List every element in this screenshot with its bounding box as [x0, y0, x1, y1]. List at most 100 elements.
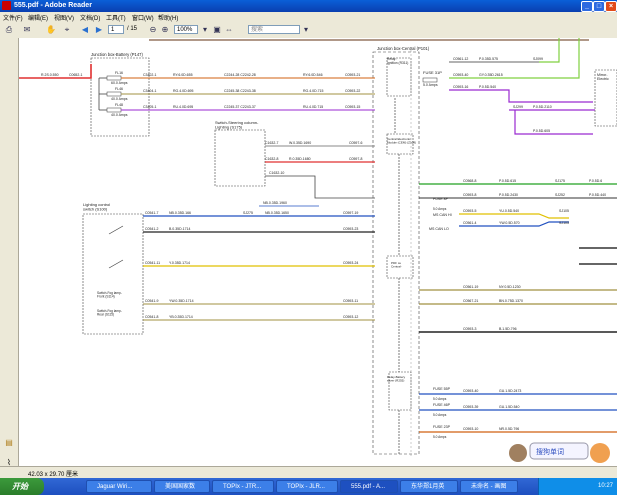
hand-tool-icon[interactable]: ✋ — [46, 25, 56, 34]
code-h11: SJ105 — [559, 209, 569, 213]
jb-central-box — [372, 51, 420, 455]
mirror-label: Electric — [597, 77, 609, 81]
fuse-symbol-0 — [106, 75, 122, 81]
code-o4: RG.4.0D.715 — [303, 89, 323, 93]
layers-icon[interactable]: ▤ — [5, 438, 13, 447]
wire-purple-1 — [449, 89, 593, 103]
zoom-out-icon[interactable]: ⊖ — [149, 25, 157, 34]
ms-can-lo-label: MS CAN LO — [429, 227, 449, 231]
close-button[interactable]: × — [605, 1, 617, 12]
menu-edit[interactable]: 编辑(E) — [28, 16, 48, 22]
code-h8: P.0.5D.440 — [589, 193, 606, 197]
print-icon[interactable]: ⎙ — [5, 25, 13, 34]
fuse-label-1: FL46 — [115, 87, 123, 91]
code-s5: R.0.35D.1680 — [289, 157, 311, 161]
fuse-bottom-amp-1: 5.0 Amps — [433, 413, 447, 417]
code-bottom-conn-1: C0593-39 — [463, 405, 478, 409]
page-number-input[interactable]: 1 — [108, 25, 124, 34]
input-method-popup[interactable]: 搜狗单词 — [508, 440, 612, 466]
menu-view[interactable]: 视图(V) — [54, 16, 74, 22]
code-l6: NB.0.35D.1960 — [263, 201, 287, 205]
prev-page-icon[interactable]: ◀ — [81, 25, 89, 34]
fit-page-icon[interactable]: ▣ — [213, 25, 221, 34]
email-icon[interactable]: ✉ — [23, 25, 31, 34]
code-h3: SJ175 — [555, 179, 565, 183]
zoom-dropdown-icon[interactable]: ▾ — [202, 25, 207, 34]
fuse-bottom-label-1: FUSE 46P — [433, 403, 451, 407]
minimize-button[interactable]: _ — [581, 1, 593, 12]
search-dropdown-icon[interactable]: ▾ — [303, 25, 308, 34]
code-h7: SJ252 — [555, 193, 565, 197]
attachments-icon[interactable]: ⌇ — [7, 458, 11, 467]
status-bar: 42.03 x 29.70 厘米 — [0, 466, 617, 479]
taskbar: 开始 Jaguar Wiri... 美国国家数 TOPIx - JTR... T… — [0, 478, 617, 495]
code-h2: P.0.5D.615 — [499, 179, 516, 183]
search-input[interactable]: 搜索 — [248, 25, 300, 34]
code-l12: C0593-24 — [343, 261, 358, 265]
wire-lime-2 — [449, 38, 580, 79]
mirror-label: Mirror- — [597, 73, 608, 77]
code-s3: C0597-6 — [349, 141, 362, 145]
lighting-switch-label: switch (S100) — [83, 207, 108, 212]
next-page-icon[interactable]: ▶ — [95, 25, 103, 34]
select-tool-icon[interactable]: ⌖ — [64, 25, 70, 34]
fit-width-icon[interactable]: ⇔ — [225, 25, 233, 34]
code-h14: SJ105 — [559, 221, 569, 225]
menu-document[interactable]: 文档(D) — [80, 16, 101, 22]
code-h12: C0561-4 — [463, 221, 476, 225]
code-bottom-conn-2: C0593-10 — [463, 427, 478, 431]
relay-ignition-label: Ignition (R311) — [387, 61, 408, 65]
fuse8p-amp: 5.0 Amps — [433, 207, 447, 211]
mascot-icon — [509, 444, 527, 462]
code-l15: C0593-11 — [343, 299, 358, 303]
code-l17: YB.0.35D.1714 — [169, 315, 193, 319]
zoom-in-icon[interactable]: ⊕ — [161, 25, 169, 34]
menu-tools[interactable]: 工具(T) — [106, 16, 126, 22]
clock: 10:27 — [597, 483, 613, 489]
fuse-bottom-amp-2: 5.0 Amps — [433, 435, 447, 439]
fuse-amp-0: 60.0 Amps — [111, 81, 128, 85]
task-guojia[interactable]: 美国国家数 — [154, 480, 210, 493]
task-topix-jtr[interactable]: TOPIx - JTR... — [212, 480, 274, 493]
popup-text: 搜狗单词 — [536, 447, 564, 456]
zoom-level-input[interactable]: 100% — [174, 25, 198, 34]
menu-window[interactable]: 窗口(W) — [132, 16, 154, 22]
fuse31p-symbol — [422, 77, 438, 83]
task-jaguar[interactable]: Jaguar Wiri... — [86, 480, 152, 493]
code-g1: C0561-12 — [453, 57, 468, 61]
menu-file[interactable]: 文件(F) — [3, 16, 23, 22]
steering-switch-box — [214, 129, 266, 187]
code-k5: C0593-3 — [463, 327, 476, 331]
wiring-diagram: Junction box-Battery (P147)Junction box-… — [19, 38, 617, 458]
task-topix-jlr[interactable]: TOPIx - JLR... — [276, 480, 338, 493]
steering-switch-label: Switch-Steering column- — [215, 120, 259, 125]
ms-can-hi-label: MS CAN HI — [433, 213, 452, 217]
code-bottom-conn-0: C0593-40 — [463, 389, 478, 393]
adobe-reader-icon — [2, 1, 11, 10]
pdf-label: Central- — [391, 264, 402, 268]
task-donghua[interactable]: 东华郑1月英 — [400, 480, 458, 493]
navigation-panel: ▤ ⌇ — [0, 38, 19, 467]
code-g4: C0593-40 — [453, 73, 468, 77]
task-paint[interactable]: 未命名 - 画图 — [460, 480, 518, 493]
task-555-pdf[interactable]: 555.pdf - A... — [340, 480, 398, 493]
window-title-bar[interactable]: 555.pdf - Adobe Reader _ □ × — [0, 0, 617, 12]
code-l8: B.0.35D.1714 — [169, 227, 190, 231]
code-l9: C0593-23 — [343, 227, 358, 231]
code-r4: RY.6.0D.655 — [173, 73, 193, 77]
pdf-box — [386, 255, 414, 279]
toolbar: ⎙ ✉ ✋ ⌖ ◀ ▶ 1 / 15 ⊖ ⊕ 100% ▾ ▣ ⇔ 搜索 ▾ — [0, 22, 617, 39]
document-view[interactable]: Junction box-Battery (P147)Junction box-… — [19, 38, 617, 466]
code-l3: SJ275 — [243, 211, 253, 215]
code-h4: P.0.5D.6 — [589, 179, 602, 183]
start-button[interactable]: 开始 — [0, 478, 44, 495]
fuse-bottom-amp-0: 5.0 Amps — [433, 397, 447, 401]
code-p2: RU.4.0D.695 — [173, 105, 193, 109]
code-r5: C2244-28 C2242-28 — [224, 73, 256, 77]
jb-battery-box — [90, 57, 150, 137]
cem-label: Central Electronic — [387, 137, 411, 141]
code-s2: W.0.35D.1690 — [289, 141, 311, 145]
menu-help[interactable]: 帮助(H) — [158, 16, 179, 22]
code-p5: C0593-15 — [345, 105, 360, 109]
maximize-button[interactable]: □ — [593, 1, 605, 12]
